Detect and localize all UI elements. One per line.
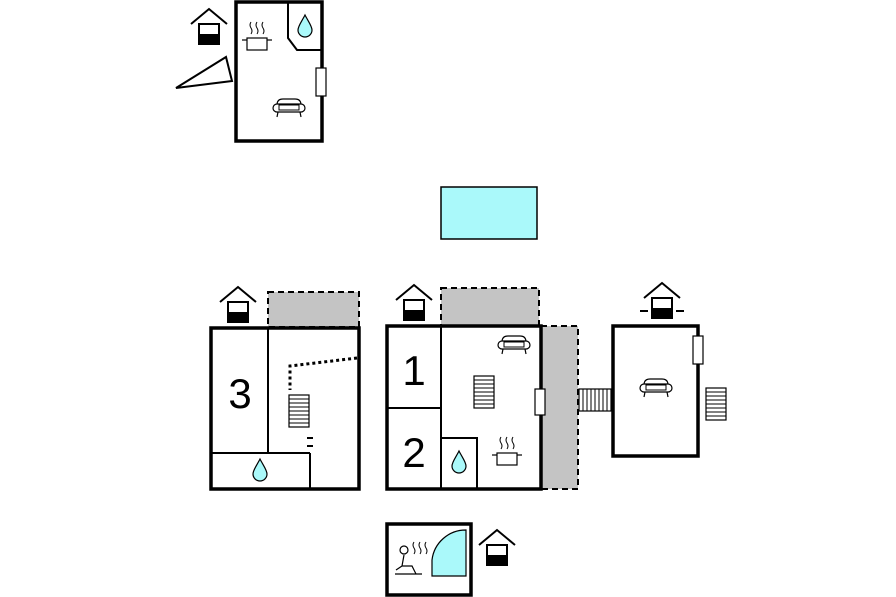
main-building: 1 2 [385,287,579,491]
stairs-icon [288,394,310,428]
terrace [540,325,579,490]
annex-building [234,0,327,143]
water-drop-icon [451,450,467,474]
dotted-partition [288,356,358,390]
cooking-pot-icon [241,21,273,51]
house-icon [190,8,228,45]
cooking-pot-icon [491,436,523,466]
room-number-3: 3 [228,370,251,417]
pool [440,186,538,240]
terrace [267,291,360,328]
stairs-icon [705,387,727,421]
water-drop-icon [252,458,268,482]
window-icon [692,335,704,365]
house-icon [395,284,433,321]
window-icon [315,67,327,97]
terrace [440,287,540,327]
stairs-icon [578,388,612,412]
sauna-building [385,522,473,597]
quarter-circle-pool [431,529,467,577]
room-number-1: 1 [402,347,425,394]
stairs-icon [473,375,495,409]
water-drop-icon [297,14,313,38]
sauna-icon [395,541,428,575]
sofa-icon [272,98,306,118]
house-icon [478,529,516,566]
right-building [611,324,727,458]
window-icon [534,388,546,416]
house-icon [219,286,257,323]
room-number-2: 2 [402,429,425,476]
left-building: 3 [209,291,361,491]
sofa-icon [639,378,673,398]
sofa-icon [497,335,531,355]
triangle-marker [175,55,234,89]
house-icon [640,282,684,319]
